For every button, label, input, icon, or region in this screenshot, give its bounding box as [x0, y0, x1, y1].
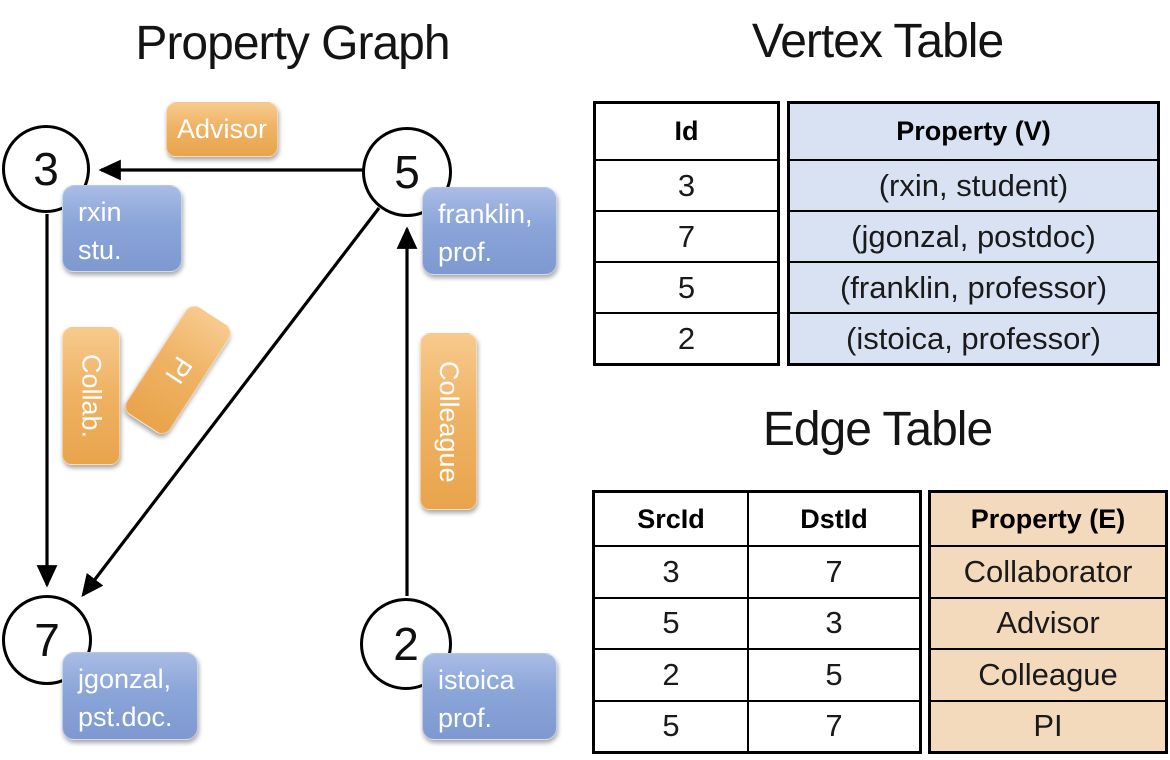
vertex-table-header-property: Property (V) [790, 104, 1157, 159]
vertex-node-5: 5 [362, 127, 452, 217]
vertex-property-line: prof. [438, 236, 493, 267]
vertex-node-3-id: 3 [33, 143, 59, 195]
edge-label-collab-text: Collab. [76, 353, 107, 439]
edge-table-src-cell: 2 [595, 648, 747, 700]
vertex-table-property-cell: (istoica, professor) [790, 312, 1157, 363]
edge-table-dst-cell: 5 [747, 648, 919, 700]
edge-table-property-cell: PI [931, 699, 1165, 751]
edge-label-colleague: Colleague [420, 333, 477, 510]
vertex-property-line: istoica [438, 665, 515, 695]
vertex-property-line: pst.doc. [78, 701, 173, 732]
vertex-property-box-rxin: rxin stu. [62, 185, 182, 272]
vertex-table-id-column: Id 3 7 5 2 [593, 101, 780, 366]
vertex-table-id-cell: 5 [596, 261, 777, 312]
vertex-property-line: stu. [78, 234, 122, 265]
vertex-table-id-cell: 7 [596, 210, 777, 261]
vertex-node-2-id: 2 [393, 618, 419, 670]
vertex-property-line: jgonzal, [78, 664, 172, 694]
vertex-table-property-cell: (franklin, professor) [790, 261, 1157, 312]
edge-table-dst-cell: 7 [747, 699, 919, 751]
edge-label-advisor: Advisor [166, 102, 278, 157]
edge-table-src-cell: 5 [595, 596, 747, 649]
vertex-node-3: 3 [2, 125, 90, 213]
vertex-property-box-istoica: istoica prof. [422, 653, 557, 740]
edge-table-src-cell: 5 [595, 699, 747, 752]
edge-label-pi: PI [121, 302, 235, 438]
edge-table-property-cell: Collaborator [931, 545, 1165, 597]
vertex-table-header-id: Id [674, 116, 699, 146]
edge-table-header-dstid: DstId [747, 493, 919, 545]
edge-table-header-property: Property (E) [931, 493, 1165, 545]
edge-table-property-cell: Colleague [931, 648, 1165, 700]
edge-table-property-column: Property (E) Collaborator Advisor Collea… [928, 490, 1168, 754]
vertex-property-line: prof. [438, 702, 493, 733]
vertex-table-id-cell: 2 [596, 312, 777, 363]
vertex-table-id-cell: 3 [596, 159, 777, 210]
vertex-property-box-jgonzal: jgonzal, pst.doc. [62, 652, 198, 740]
edge-table-header-srcid: SrcId [637, 503, 705, 534]
vertex-property-box-franklin: franklin, prof. [422, 187, 557, 275]
vertex-table-property-column: Property (V) (rxin, student) (jgonzal, p… [787, 101, 1160, 366]
property-graph-title: Property Graph [135, 17, 450, 70]
edge-label-colleague-text: Colleague [434, 360, 464, 483]
vertex-table-property-cell: (rxin, student) [790, 159, 1157, 210]
edge-table-id-columns: SrcId DstId 3 7 5 3 2 5 5 7 [592, 490, 922, 754]
edge-table-dst-cell: 3 [747, 596, 919, 648]
vertex-property-line: rxin [78, 197, 122, 227]
vertex-node-5-id: 5 [394, 146, 420, 198]
edge-table-title: Edge Table [762, 403, 993, 456]
edge-label-advisor-text: Advisor [176, 114, 268, 144]
edge-label-pi-text: PI [158, 351, 198, 390]
edge-label-collab: Collab. [62, 327, 120, 465]
edge-table-dst-cell: 7 [747, 545, 919, 597]
vertex-node-7-id: 7 [34, 614, 60, 666]
edge-table-property-cell: Advisor [931, 596, 1165, 648]
vertex-property-line: franklin, [438, 199, 533, 229]
vertex-table-property-cell: (jgonzal, postdoc) [790, 210, 1157, 261]
edge-table-src-cell: 3 [595, 545, 747, 597]
vertex-table-title: Vertex Table [751, 15, 1004, 68]
